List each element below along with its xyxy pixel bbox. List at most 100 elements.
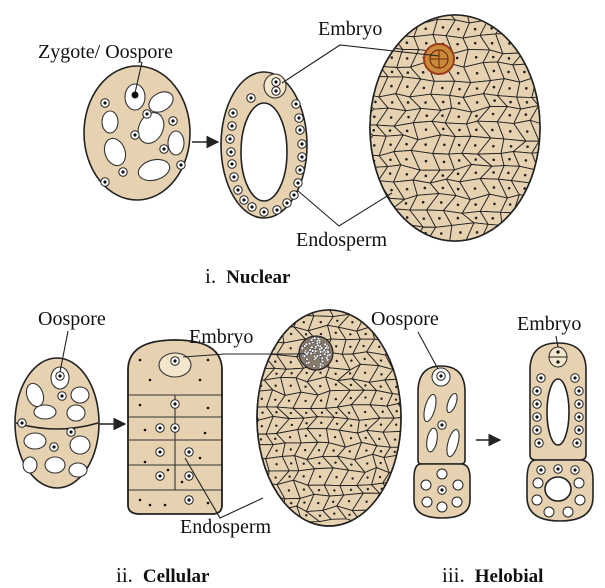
- endosperm-nucleus: [542, 130, 545, 133]
- endosperm-nucleus: [474, 158, 477, 161]
- endosperm-nucleus: [390, 189, 393, 192]
- endosperm-nucleus: [274, 438, 276, 440]
- endosperm-nucleus: [509, 203, 512, 206]
- endosperm-nucleus: [441, 114, 444, 117]
- nucleolus: [158, 450, 161, 453]
- endosperm-cell: [529, 3, 558, 20]
- endosperm-nucleus: [425, 42, 428, 45]
- endosperm-cell: [551, 195, 574, 211]
- endosperm-nucleus: [303, 462, 305, 464]
- endosperm-nucleus: [523, 71, 526, 74]
- endosperm-nucleus: [319, 476, 321, 478]
- nucleolus: [173, 426, 176, 429]
- cellular-panel: Oospore Embryo Endosperm ii. Cellular: [15, 300, 440, 587]
- endosperm-nucleus: [525, 217, 528, 220]
- endosperm-nucleus: [387, 216, 390, 219]
- endosperm-nucleus: [260, 502, 262, 504]
- endosperm-cell: [248, 313, 273, 327]
- endosperm-nucleus: [457, 173, 460, 176]
- nucleolus: [228, 137, 231, 140]
- endosperm-nucleus: [349, 346, 351, 348]
- endosperm-cell: [268, 497, 285, 510]
- nucleolus: [300, 155, 303, 158]
- endosperm-nucleus: [366, 462, 368, 464]
- endosperm-nucleus: [320, 422, 322, 424]
- nucleolus: [274, 89, 277, 92]
- endosperm-nucleus: [524, 202, 527, 205]
- endosperm-cell: [531, 209, 556, 226]
- endosperm-nucleus: [540, 69, 543, 72]
- endosperm-nucleus: [493, 186, 496, 189]
- endosperm-nucleus: [259, 360, 261, 362]
- helobial-embryo-nuclei: [549, 347, 567, 367]
- endosperm-nucleus: [457, 115, 460, 118]
- nucleolus: [158, 474, 161, 477]
- endosperm-nucleus: [395, 398, 397, 400]
- endosperm-nucleus: [318, 489, 320, 491]
- endosperm-nucleus: [380, 359, 382, 361]
- endosperm-nucleus: [350, 397, 352, 399]
- nucleolus: [171, 119, 174, 122]
- endosperm-cell: [499, 4, 521, 24]
- endosperm-nucleus: [275, 424, 277, 426]
- nucleolus: [187, 498, 190, 501]
- endosperm-nucleus: [438, 217, 441, 220]
- endosperm-nucleus: [302, 475, 304, 477]
- endosperm-cell: [383, 494, 410, 511]
- endosperm-nucleus: [409, 385, 411, 387]
- endosperm-nucleus: [302, 309, 304, 311]
- nuclear-label-endosperm: Endosperm: [296, 229, 388, 251]
- endosperm-nucleus: [458, 144, 461, 147]
- endosperm-nucleus: [364, 384, 366, 386]
- endosperm-nucleus: [317, 502, 319, 504]
- endosperm-nucleus: [289, 436, 291, 438]
- endosperm-nucleus: [409, 409, 411, 411]
- endosperm-nucleus: [475, 171, 478, 174]
- endosperm-nucleus: [333, 489, 335, 491]
- cellular-label-embryo: Embryo: [189, 326, 253, 348]
- nucleolus: [539, 468, 542, 471]
- endosperm-cell: [266, 327, 284, 343]
- endosperm-nucleus: [542, 188, 545, 191]
- endosperm-nucleus: [525, 57, 528, 60]
- endosperm-nucleus: [562, 29, 565, 32]
- endosperm-nucleus: [459, 231, 462, 234]
- endosperm-cell: [385, 339, 405, 356]
- endosperm-nucleus: [493, 99, 496, 102]
- endosperm-nucleus: [320, 333, 322, 335]
- endosperm-nucleus: [350, 489, 352, 491]
- endosperm-nucleus: [491, 12, 494, 15]
- endosperm-nucleus: [373, 40, 376, 43]
- helobial-leader-oospore: [418, 332, 438, 369]
- endosperm-nucleus: [364, 396, 366, 398]
- endosperm-nucleus: [306, 372, 308, 374]
- endosperm-nucleus: [396, 487, 398, 489]
- endosperm-cell: [532, 77, 555, 98]
- endosperm-nucleus: [396, 501, 398, 503]
- endosperm-cell: [516, 19, 539, 37]
- endosperm-nucleus: [509, 101, 512, 104]
- endosperm-nucleus: [380, 515, 382, 517]
- endosperm-nucleus: [492, 113, 495, 116]
- endosperm-nucleus: [350, 384, 352, 386]
- endosperm-nucleus: [509, 130, 512, 133]
- endosperm-nucleus: [491, 217, 494, 220]
- endosperm-nucleus: [290, 385, 292, 387]
- endosperm-nucleus: [442, 128, 445, 131]
- endosperm-nucleus: [409, 346, 411, 348]
- endosperm-nucleus: [274, 385, 276, 387]
- endosperm-nucleus: [350, 359, 352, 361]
- nucleolus: [133, 133, 136, 136]
- cellular-label-oospore: Oospore: [38, 308, 106, 330]
- endosperm-nucleus: [407, 101, 410, 104]
- endosperm-nucleus: [456, 57, 459, 60]
- endosperm-nucleus: [559, 115, 562, 118]
- endosperm-nucleus: [374, 188, 377, 191]
- endosperm-cell: [266, 313, 286, 327]
- endosperm-nucleus: [290, 502, 292, 504]
- endosperm-nucleus: [305, 412, 307, 414]
- endosperm-nucleus: [476, 72, 479, 75]
- endosperm-nucleus: [409, 359, 411, 361]
- endosperm-nucleus: [303, 488, 305, 490]
- endosperm-nucleus: [319, 371, 321, 373]
